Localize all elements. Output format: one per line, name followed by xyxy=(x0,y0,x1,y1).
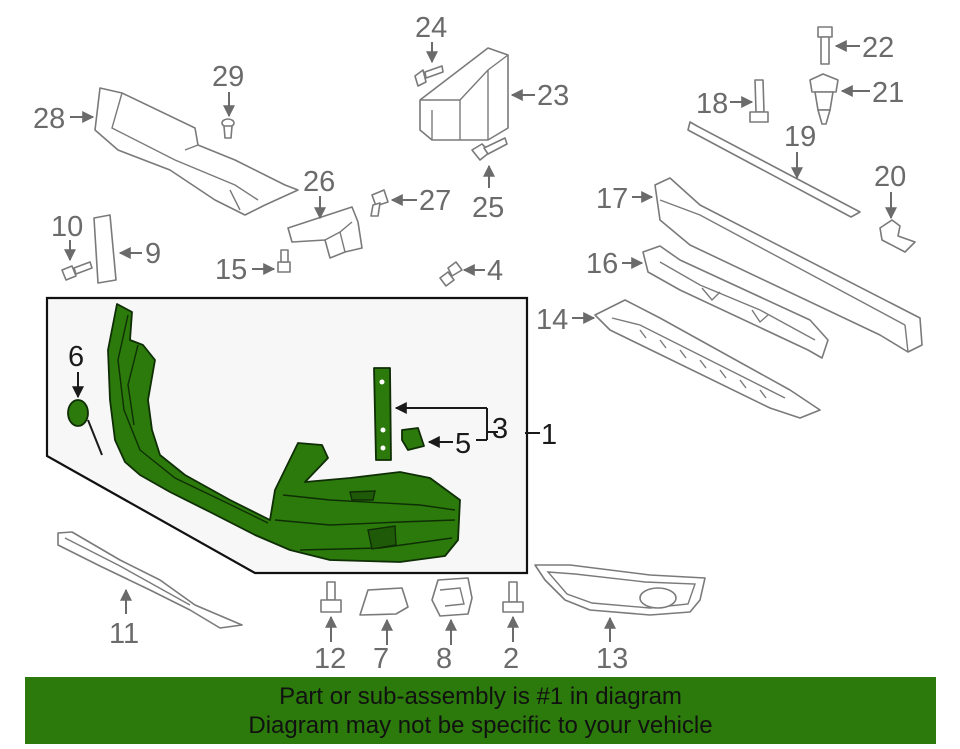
callout-29: 29 xyxy=(212,61,244,93)
part-7[interactable] xyxy=(359,587,409,616)
part-10[interactable] xyxy=(61,261,93,281)
part-5-clip[interactable] xyxy=(401,427,425,451)
banner-line-2: Diagram may not be specific to your vehi… xyxy=(248,712,713,739)
part-13[interactable] xyxy=(534,564,706,616)
info-banner: Part or sub-assembly is #1 in diagram Di… xyxy=(25,677,936,744)
callout-28: 28 xyxy=(33,103,65,135)
callout-3: 3 xyxy=(492,413,508,445)
callout-16: 16 xyxy=(586,248,618,280)
callout-12: 12 xyxy=(314,643,346,675)
callout-23: 23 xyxy=(537,80,569,112)
part-21[interactable] xyxy=(809,73,839,125)
callout-25: 25 xyxy=(472,192,504,224)
callout-22: 22 xyxy=(862,32,894,64)
callout-6: 6 xyxy=(68,341,84,373)
part-11[interactable] xyxy=(57,531,243,629)
callout-4: 4 xyxy=(487,255,503,287)
part-18[interactable] xyxy=(749,79,769,123)
part-14[interactable] xyxy=(594,299,821,419)
part-23[interactable] xyxy=(419,47,509,141)
banner-line-1: Part or sub-assembly is #1 in diagram xyxy=(279,683,682,710)
callout-24: 24 xyxy=(415,12,447,44)
part-26[interactable] xyxy=(287,206,363,259)
callout-7: 7 xyxy=(373,643,389,675)
part-24[interactable] xyxy=(414,65,444,87)
callout-14: 14 xyxy=(536,304,568,336)
bumper-cover[interactable] xyxy=(107,303,461,563)
callout-8: 8 xyxy=(436,643,452,675)
callout-10: 10 xyxy=(51,211,83,243)
callout-20: 20 xyxy=(874,161,906,193)
part-25[interactable] xyxy=(471,137,508,161)
part-19[interactable] xyxy=(687,121,861,218)
part-9[interactable] xyxy=(93,214,117,284)
callout-11: 11 xyxy=(109,618,139,650)
callout-9: 9 xyxy=(145,238,161,270)
callout-15: 15 xyxy=(215,254,247,286)
part-2[interactable] xyxy=(502,581,524,613)
part-6[interactable] xyxy=(67,399,103,456)
part-22[interactable] xyxy=(817,26,833,65)
part-8[interactable] xyxy=(431,577,473,617)
part-3-bracket[interactable] xyxy=(373,367,392,461)
callout-17: 17 xyxy=(596,183,628,215)
part-16[interactable] xyxy=(642,245,829,359)
callout-5: 5 xyxy=(455,428,471,460)
callout-2: 2 xyxy=(503,643,519,675)
part-15[interactable] xyxy=(277,249,291,273)
part-28[interactable] xyxy=(94,87,299,216)
callout-13: 13 xyxy=(596,643,628,675)
callout-1: 1 xyxy=(541,419,557,451)
part-29[interactable] xyxy=(221,118,235,139)
part-20[interactable] xyxy=(879,219,916,253)
part-27[interactable] xyxy=(370,189,389,217)
part-17[interactable] xyxy=(654,177,923,353)
callout-19: 19 xyxy=(784,121,816,153)
callout-21: 21 xyxy=(872,77,904,109)
callout-26: 26 xyxy=(303,166,335,198)
part-12[interactable] xyxy=(320,581,342,613)
part-4[interactable] xyxy=(439,261,463,287)
callout-27: 27 xyxy=(419,185,451,217)
callout-18: 18 xyxy=(696,88,728,120)
